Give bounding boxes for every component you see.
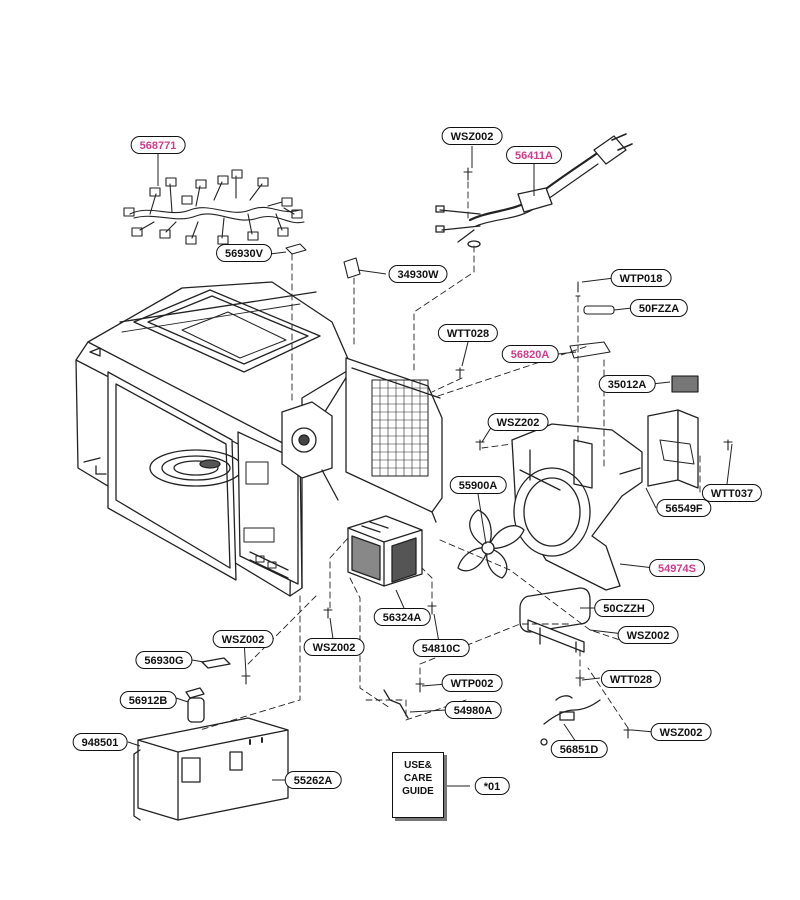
part-label-56549f: 56549F (656, 499, 712, 517)
part-label-wtt028: WTT028 (437, 324, 499, 342)
part-label-wsz202: WSZ202 (487, 413, 549, 431)
part-label-56324a: 56324A (373, 608, 431, 626)
part-label-56820a: 56820A (501, 345, 559, 363)
booklet-line: CARE (403, 773, 433, 784)
part-label-wtt028: WTT028 (600, 670, 662, 688)
wire-harness (123, 169, 305, 245)
part-label-wtp002: WTP002 (441, 674, 503, 692)
part-label-56851d: 56851D (550, 740, 608, 758)
part-label-55900a: 55900A (449, 476, 507, 494)
part-label-50czzh: 50CZZH (594, 599, 654, 617)
part-label-54980a: 54980A (444, 701, 502, 719)
part-label-54810c: 54810C (412, 639, 470, 657)
part-label-01: *01 (474, 777, 510, 795)
part-label-wsz002: WSZ002 (650, 723, 712, 741)
assembly-lines (199, 181, 701, 731)
part-label-56930g: 56930G (135, 651, 193, 669)
part-label-34930w: 34930W (388, 265, 448, 283)
booklet-line: GUIDE (402, 786, 434, 797)
use-and-care-guide: USE& CARE GUIDE (392, 752, 444, 818)
capacitor (519, 587, 601, 746)
small-parts (241, 167, 733, 739)
part-label-55262a: 55262A (284, 771, 342, 789)
part-label-wsz002: WSZ002 (617, 626, 679, 644)
fan-assembly (457, 409, 699, 591)
oven-cavity (75, 281, 443, 597)
part-label-wtt037: WTT037 (701, 484, 763, 502)
part-label-35012a: 35012A (598, 375, 656, 393)
part-label-wsz002: WSZ002 (441, 127, 503, 145)
lower-parts (133, 657, 409, 821)
part-label-56930v: 56930V (216, 244, 272, 262)
power-cord (435, 133, 633, 248)
part-label-54974s: 54974S (649, 559, 705, 577)
part-label-568771: 568771 (130, 136, 186, 154)
transformer (347, 515, 423, 587)
part-label-948501: 948501 (72, 733, 128, 751)
part-label-56912b: 56912B (119, 691, 177, 709)
part-label-wtp018: WTP018 (610, 269, 672, 287)
part-label-50fzza: 50FZZA (629, 299, 689, 317)
part-label-56411a: 56411A (506, 146, 562, 164)
booklet-line: USE& (404, 760, 432, 771)
part-label-wsz002: WSZ002 (303, 638, 365, 656)
part-label-wsz002: WSZ002 (212, 630, 274, 648)
